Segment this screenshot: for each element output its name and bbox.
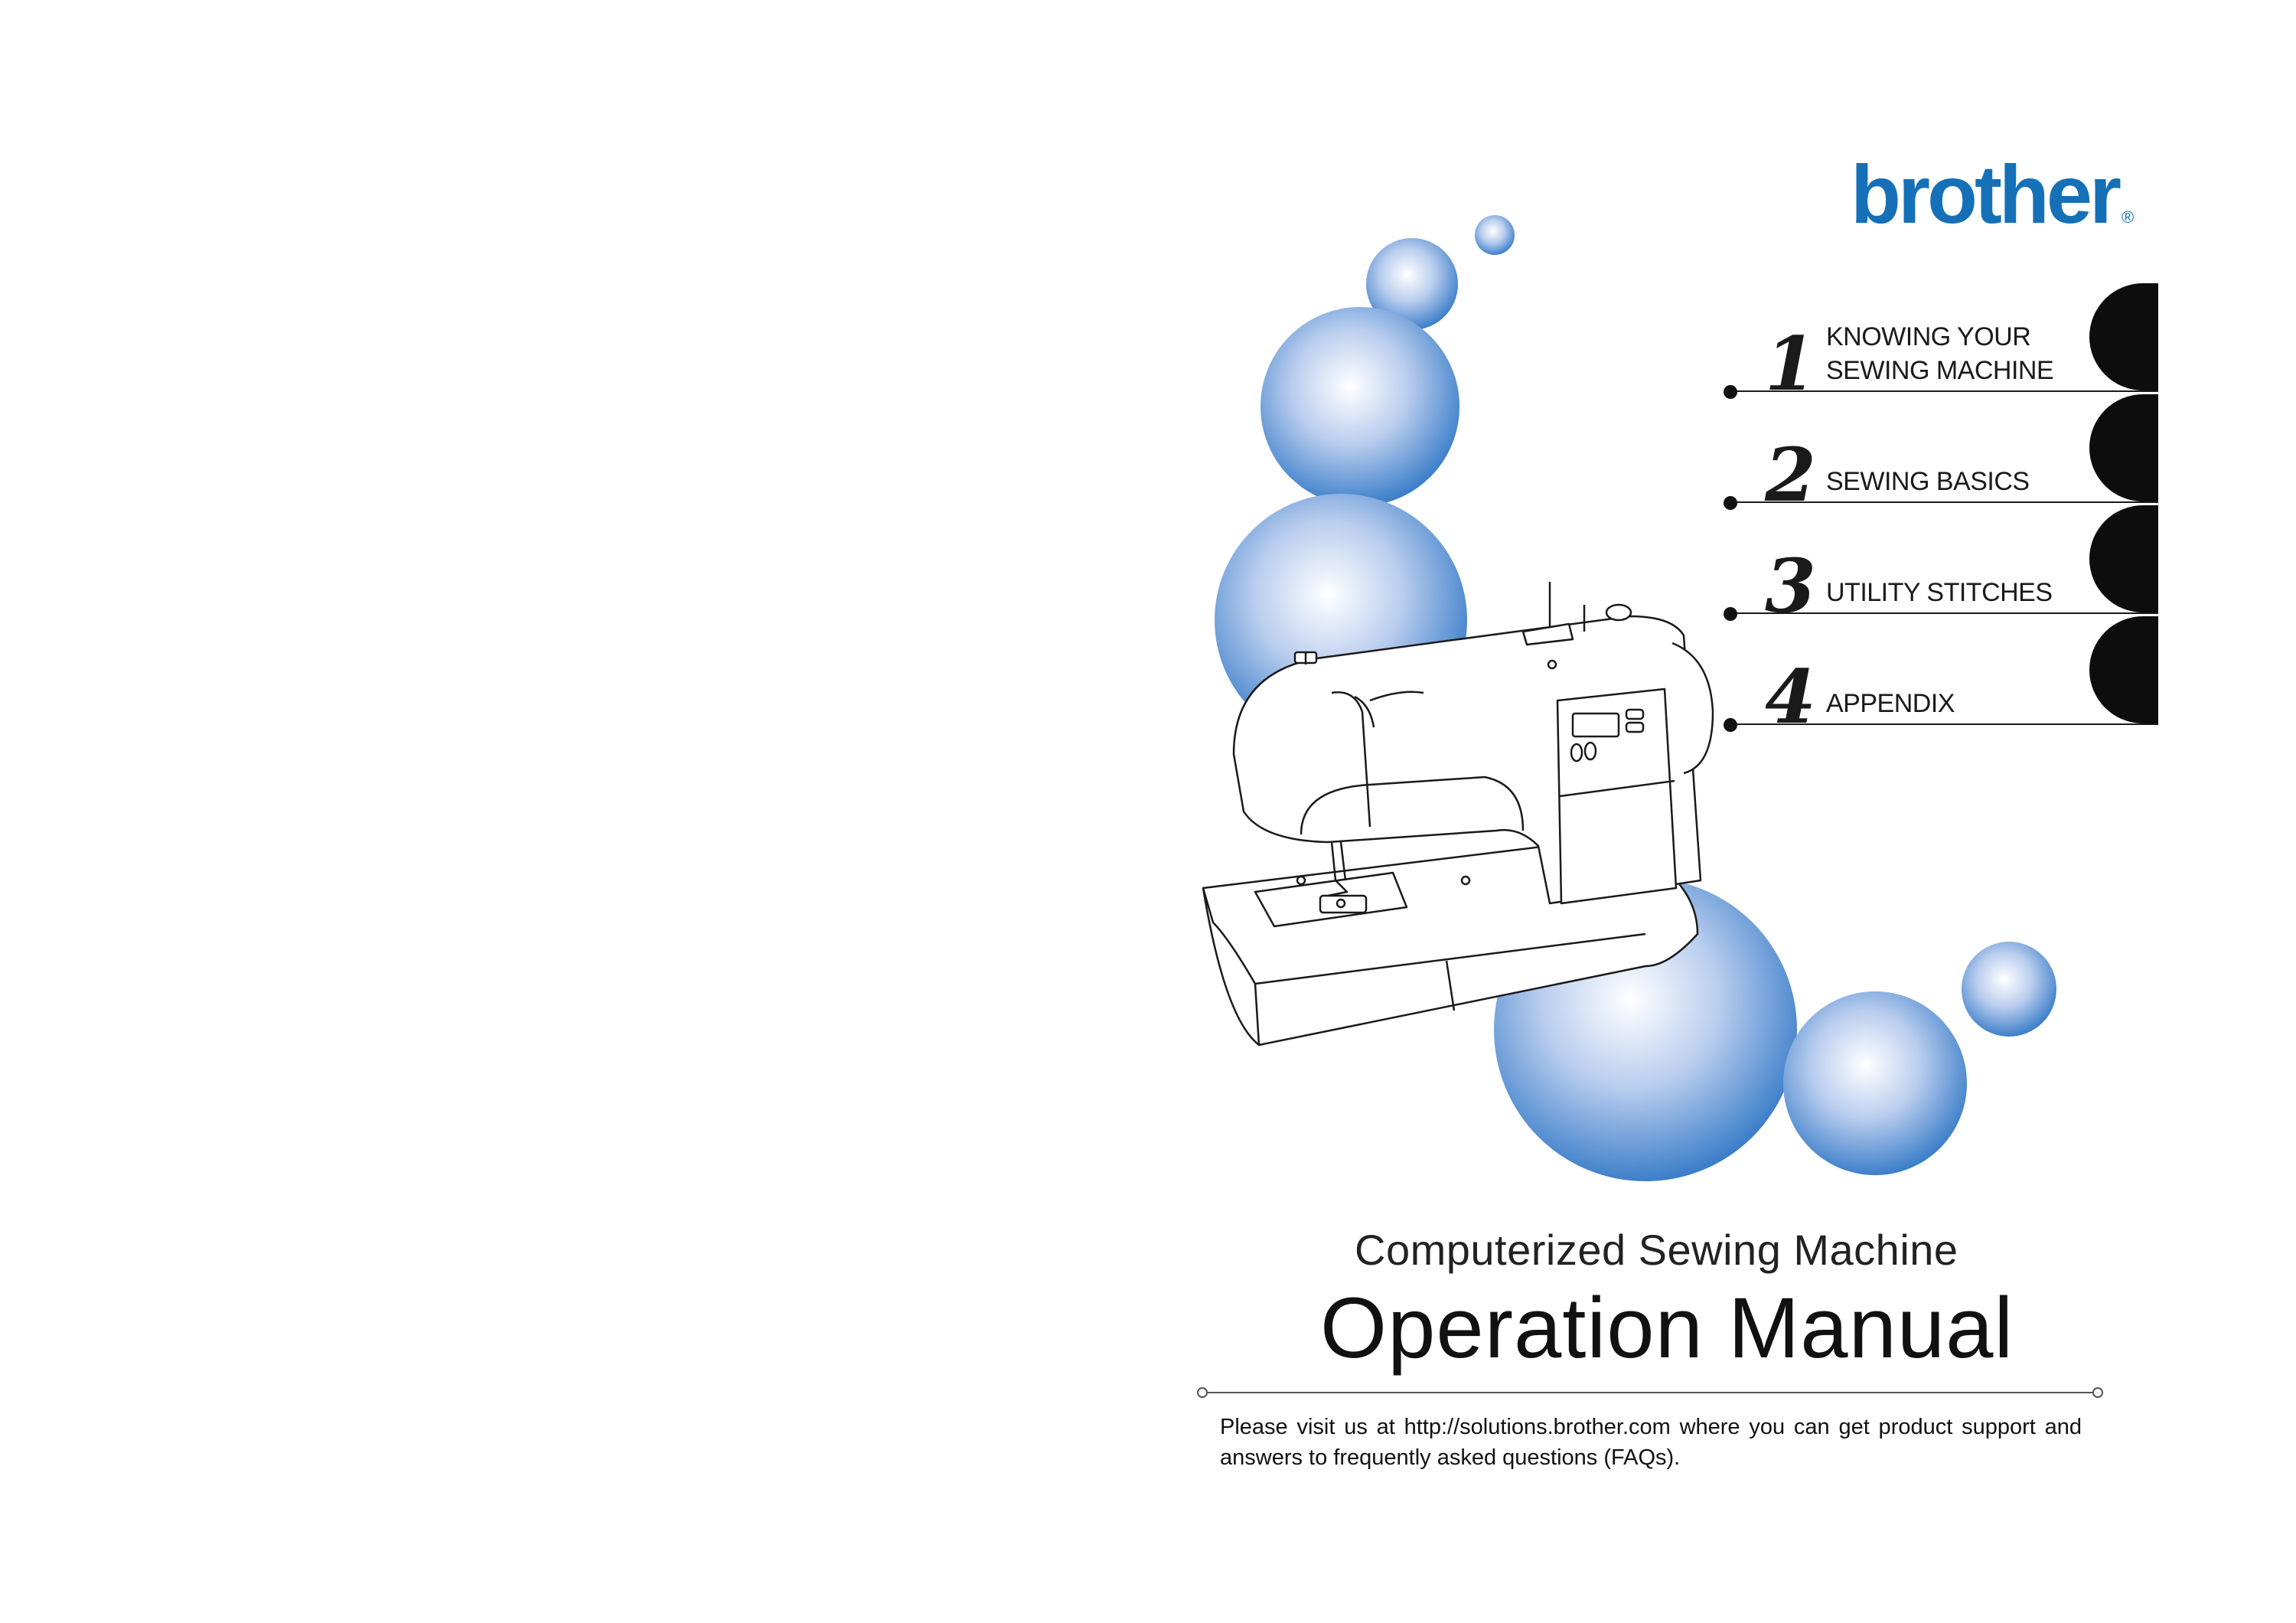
chapter-label-line: UTILITY STITCHES	[1826, 578, 2053, 607]
chapter-label-line: KNOWING YOUR	[1826, 322, 2031, 351]
bullet-dot-icon	[1724, 385, 1737, 399]
cover-subtitle: Computerized Sewing Machine	[1355, 1226, 1958, 1274]
chapter-label: APPENDIX	[1826, 687, 1955, 720]
cover-title: Operation Manual	[1320, 1280, 2014, 1376]
toc-rule	[1734, 501, 2158, 503]
registered-mark: ®	[2122, 207, 2135, 227]
chapter-number: 3	[1765, 543, 1816, 629]
rule-end-circle-icon	[1197, 1387, 1208, 1398]
brand-name: brother	[1851, 148, 2122, 240]
toc-chapter-1[interactable]: 1 KNOWING YOUR SEWING MACHINE	[1724, 285, 2158, 401]
chapter-label: UTILITY STITCHES	[1826, 576, 2053, 609]
toc-chapter-4[interactable]: 4 APPENDIX	[1724, 618, 2158, 734]
bubble	[1962, 942, 2056, 1037]
chapter-label-line: APPENDIX	[1826, 689, 1955, 718]
divider-rule	[1203, 1392, 2097, 1393]
bullet-dot-icon	[1724, 496, 1737, 510]
support-note: Please visit us at http://solutions.brot…	[1220, 1415, 2082, 1470]
bullet-dot-icon	[1724, 718, 1737, 732]
bubble	[1261, 307, 1459, 506]
bubble	[1783, 991, 1967, 1175]
toc-rule	[1734, 723, 2158, 725]
toc-rule	[1734, 390, 2158, 392]
toc-rule	[1734, 612, 2158, 614]
toc-chapter-3[interactable]: 3 UTILITY STITCHES	[1724, 507, 2158, 623]
brand-logo: brother®	[1851, 153, 2134, 236]
chapter-label: SEWING BASICS	[1826, 465, 2030, 498]
bubble	[1475, 215, 1515, 255]
toc-chapter-2[interactable]: 2 SEWING BASICS	[1724, 396, 2158, 512]
bullet-dot-icon	[1724, 607, 1737, 621]
chapter-label-line: SEWING MACHINE	[1826, 356, 2054, 385]
chapter-number: 2	[1765, 432, 1816, 518]
chapter-label-line: SEWING BASICS	[1826, 467, 2030, 496]
bubble	[1366, 238, 1458, 330]
sewing-machine-icon	[1202, 582, 1714, 1047]
chapter-label: KNOWING YOUR SEWING MACHINE	[1826, 320, 2054, 387]
chapter-number: 1	[1765, 321, 1816, 407]
chapter-number: 4	[1765, 654, 1816, 740]
rule-end-circle-icon	[2092, 1387, 2103, 1398]
